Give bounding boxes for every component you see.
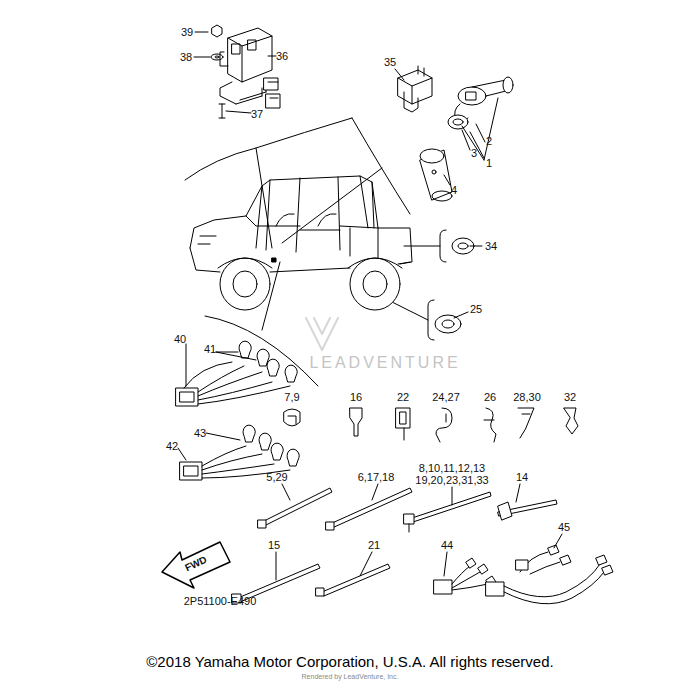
- callout-number: 25: [470, 304, 482, 315]
- callout-number: 26: [484, 392, 496, 403]
- watermark-logo: [306, 318, 338, 350]
- callout-number: 40: [174, 334, 186, 345]
- callout-number: 36: [276, 51, 288, 62]
- callout-number: 28,30: [513, 392, 541, 403]
- callout-number: 38: [180, 52, 192, 63]
- callout-number: 41: [204, 344, 216, 355]
- group-bracket: [428, 300, 434, 340]
- vehicle-illustration: [190, 176, 412, 310]
- callout-number: 39: [181, 27, 193, 38]
- credit-note: Rendered by LeadVenture, Inc.: [302, 673, 399, 680]
- callout-number: 7,9: [284, 392, 299, 403]
- group-bracket: [352, 118, 410, 214]
- callout-number: 16: [350, 392, 362, 403]
- callout-number: 24,27: [432, 392, 460, 403]
- callout-number: 45: [558, 522, 570, 533]
- socket-assembly: [398, 66, 513, 201]
- group-bracket: [440, 230, 446, 262]
- callout-number: 35: [384, 57, 396, 68]
- wire-harness: [486, 545, 613, 604]
- callout-number: 8,10,11,12,13: [419, 463, 485, 474]
- callout-number: 5,29: [266, 472, 287, 483]
- callout-number: 1: [486, 158, 492, 169]
- direction-arrow: [162, 542, 230, 588]
- watermark: LEADVENTURE: [309, 355, 460, 371]
- callout-number: 34: [485, 241, 497, 252]
- callout-number: 44: [441, 540, 453, 551]
- grommet: [435, 315, 461, 333]
- callout-number: 22: [397, 392, 409, 403]
- callout-number: 21: [368, 540, 380, 551]
- callout-number: 15: [268, 540, 280, 551]
- switch-assembly: [211, 25, 280, 118]
- callout-number: 2: [486, 136, 492, 147]
- callout-number: 6,17,18: [358, 472, 395, 483]
- callout-number: 43: [194, 428, 206, 439]
- group-bracket: [185, 118, 352, 180]
- clip-set: [284, 408, 578, 442]
- callout-number: 14: [516, 472, 528, 483]
- copyright-caption: ©2018 Yamaha Motor Corporation, U.S.A. A…: [146, 654, 553, 671]
- cable-tie: [232, 488, 557, 603]
- bulb-harness: [176, 341, 297, 406]
- callout-number: 37: [251, 109, 263, 120]
- callout-number: 19,20,23,31,33: [415, 475, 488, 486]
- callout-number: 3: [471, 148, 477, 159]
- group-bracket: [205, 316, 318, 386]
- callout-number: 32: [564, 392, 576, 403]
- callout-number: 42: [166, 441, 178, 452]
- part-code: 2P51100-E490: [184, 596, 257, 607]
- callout-number: 4: [451, 185, 457, 196]
